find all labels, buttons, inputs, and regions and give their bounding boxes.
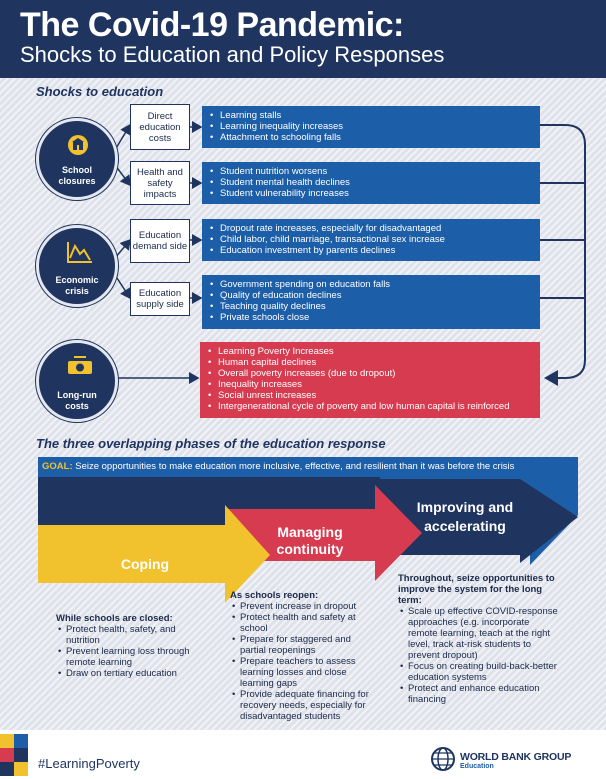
action-item: Provide adequate financing for recovery … xyxy=(230,689,370,722)
hashtag-link[interactable]: #LearningPoverty xyxy=(38,756,140,771)
action-item: Prepare for staggered and partial reopen… xyxy=(230,634,370,656)
money-icon xyxy=(68,356,92,374)
effects-box-demand-side: Dropout rate increases, especially for d… xyxy=(202,219,540,261)
column-head: As schools reopen: xyxy=(230,590,319,601)
page-subtitle: Shocks to Education and Policy Responses xyxy=(20,42,445,67)
effect-item: Learning stalls xyxy=(210,110,534,121)
page-title: The Covid-19 Pandemic: xyxy=(20,6,404,44)
coping-column: While schools are closed: Protect health… xyxy=(56,613,196,679)
title-banner: The Covid-19 Pandemic: Shocks to Educati… xyxy=(0,0,606,78)
effect-item: Quality of education declines xyxy=(210,290,534,301)
action-item: Protect health and safety at school xyxy=(230,612,370,634)
action-item: Protect health, safety, and nutrition xyxy=(56,624,196,646)
goal-text: Seize opportunities to make education mo… xyxy=(75,461,515,472)
effect-item: Student nutrition worsens xyxy=(210,166,534,177)
globe-icon xyxy=(431,747,455,771)
effect-item: Human capital declines xyxy=(208,357,534,368)
column-head: While schools are closed: xyxy=(56,613,173,624)
improving-column: Throughout, seize opportunities to impro… xyxy=(398,573,558,705)
phase-improving-title: Improving and accelerating xyxy=(400,498,530,536)
org-subname: Education xyxy=(460,763,494,770)
effect-item: Social unrest increases xyxy=(208,390,534,401)
effect-item: Overall poverty increases (due to dropou… xyxy=(208,368,534,379)
effect-item: Learning Poverty Increases xyxy=(208,346,534,357)
effect-item: Student vulnerability increases xyxy=(210,188,534,199)
action-item: Prevent learning loss through remote lea… xyxy=(56,646,196,668)
channel-label: Education demand side xyxy=(132,230,188,252)
effect-item: Learning inequality increases xyxy=(210,121,534,132)
corner-decoration xyxy=(0,734,28,776)
effect-item: Intergenerational cycle of poverty and l… xyxy=(208,401,534,412)
action-item: Scale up effective COVID-response approa… xyxy=(398,606,558,661)
action-item: Draw on tertiary education xyxy=(56,668,196,679)
cause-label: Long-run costs xyxy=(57,390,97,411)
action-item: Focus on creating build-back-better educ… xyxy=(398,661,558,683)
effect-item: Child labor, child marriage, transaction… xyxy=(210,234,534,245)
effect-item: Private schools close xyxy=(210,312,534,323)
action-item: Prevent increase in dropout xyxy=(230,601,370,612)
chart-decline-icon xyxy=(67,242,92,263)
effect-item: Attachment to schooling falls xyxy=(210,132,534,143)
continuity-column: As schools reopen: Prevent increase in d… xyxy=(230,590,370,722)
effect-item: Inequality increases xyxy=(208,379,534,390)
goal-bar: GOAL: Seize opportunities to make educat… xyxy=(38,457,578,477)
phase-title-line: continuity xyxy=(276,541,344,557)
cause-label: School closures xyxy=(58,165,96,186)
channel-box: Health and safety impacts xyxy=(130,161,190,205)
phase-title-line: Improving and xyxy=(416,499,514,515)
cause-school-closures: School closures xyxy=(36,118,118,200)
footer: #LearningPoverty WORLD BANK GROUP Educat… xyxy=(0,730,606,779)
action-item: Protect and enhance education financing xyxy=(398,683,558,705)
effects-box-long-run: Learning Poverty Increases Human capital… xyxy=(200,342,540,418)
effects-box-supply-side: Government spending on education falls Q… xyxy=(202,275,540,329)
school-icon xyxy=(68,135,88,155)
effects-box-direct-costs: Learning stalls Learning inequality incr… xyxy=(202,106,540,148)
phase-coping-title: Coping xyxy=(120,556,170,572)
channel-box: Direct education costs xyxy=(130,104,190,150)
cause-label: Economic crisis xyxy=(55,275,99,296)
effect-item: Student mental health declines xyxy=(210,177,534,188)
phases-heading: The three overlapping phases of the educ… xyxy=(36,436,386,451)
channel-box: Education demand side xyxy=(130,219,190,263)
effect-item: Teaching quality declines xyxy=(210,301,534,312)
channel-label: Health and safety impacts xyxy=(137,166,183,200)
goal-key: GOAL: xyxy=(42,461,73,472)
effect-item: Dropout rate increases, especially for d… xyxy=(210,223,534,234)
phase-title-line: accelerating xyxy=(424,518,506,534)
column-head: Throughout, seize opportunities to impro… xyxy=(398,573,555,606)
effect-item: Government spending on education falls xyxy=(210,279,534,290)
shocks-heading: Shocks to education xyxy=(36,84,164,99)
phase-continuity-title: Managing continuity xyxy=(250,524,370,558)
channel-label: Education supply side xyxy=(136,288,184,310)
channel-label: Direct education costs xyxy=(139,110,181,144)
effects-box-health-safety: Student nutrition worsens Student mental… xyxy=(202,162,540,204)
org-name: WORLD BANK GROUP xyxy=(460,751,572,763)
phase-title-line: Managing xyxy=(277,524,343,540)
phases-diagram xyxy=(38,457,578,603)
action-item: Prepare teachers to assess learning loss… xyxy=(230,656,370,689)
cause-economic-crisis: Economic crisis xyxy=(36,225,118,307)
channel-box: Education supply side xyxy=(130,282,190,316)
effect-item: Education investment by parents declines xyxy=(210,245,534,256)
cause-long-run-costs: Long-run costs xyxy=(36,340,118,422)
